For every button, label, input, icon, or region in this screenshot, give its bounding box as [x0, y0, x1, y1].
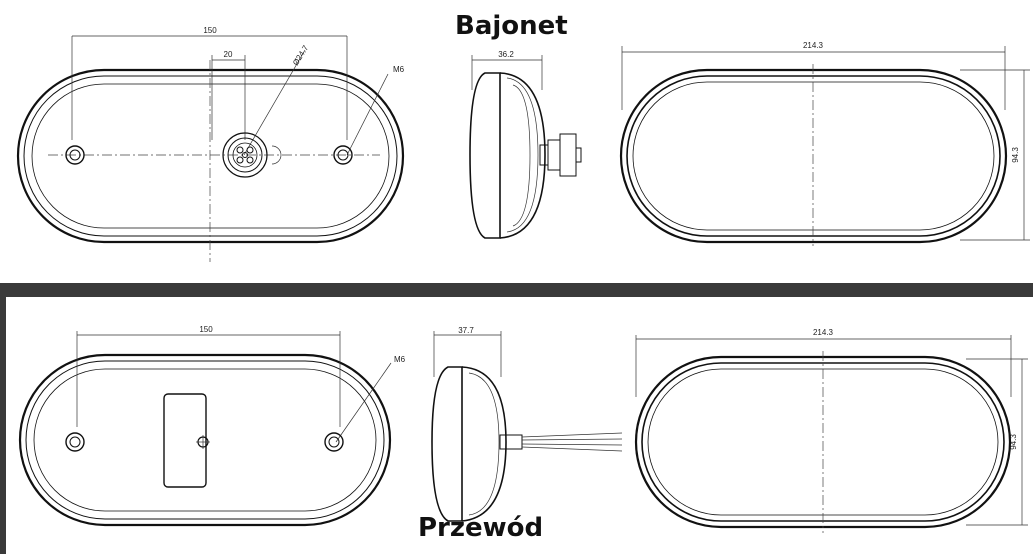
width-dim-label: 150 — [199, 325, 213, 334]
przewod-front-view: 214.3 94.3 — [634, 328, 1028, 533]
bajonet-front-view: 214.3 94.3 — [619, 41, 1030, 246]
przewod-side-view: 37.7 — [431, 326, 623, 522]
height-dim-label: 94.3 — [1009, 434, 1018, 450]
depth-dim-label: 37.7 — [458, 326, 474, 335]
przewod-drawing: 150 M6 37.7 — [18, 325, 1028, 533]
przewod-back-view: 150 M6 — [18, 325, 406, 527]
height-dim-label: 94.3 — [1011, 147, 1020, 163]
bajonet-drawing: 150 20 Ø24.7 M6 — [16, 26, 1030, 262]
przewod-title: Przewód — [418, 513, 544, 543]
length-dim-label: 214.3 — [803, 41, 824, 50]
bajonet-panel: Bajonet 150 20 Ø24.7 M6 — [0, 0, 1033, 283]
bajonet-title: Bajonet — [455, 11, 568, 41]
przewod-panel: Przewód 150 M6 37.7 — [6, 297, 1033, 554]
depth-dim-label: 36.2 — [498, 50, 514, 59]
offset-dim-label: 20 — [224, 50, 233, 59]
bajonet-side-view: 36.2 — [469, 50, 582, 239]
thread-dim-label: M6 — [394, 355, 406, 364]
thread-dim-label: M6 — [393, 65, 405, 74]
length-dim-label: 214.3 — [813, 328, 834, 337]
diameter-dim-label: Ø24.7 — [291, 43, 310, 67]
width-dim-label: 150 — [203, 26, 217, 35]
bajonet-back-view: 150 20 Ø24.7 M6 — [16, 26, 405, 262]
